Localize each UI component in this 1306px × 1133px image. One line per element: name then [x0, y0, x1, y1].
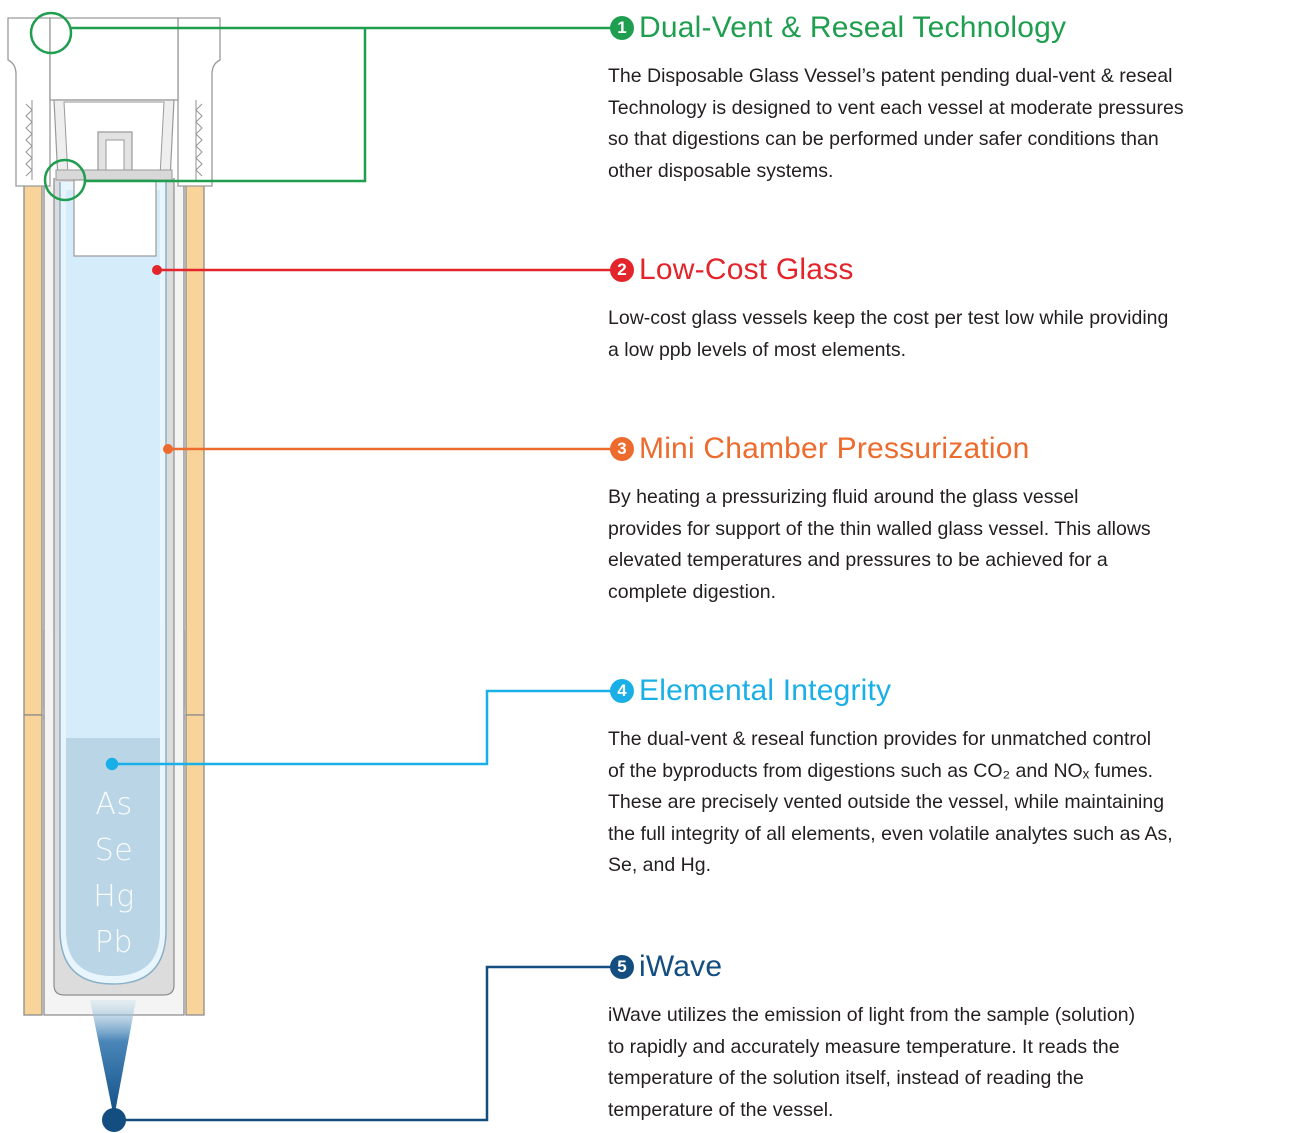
description-line: complete digestion.: [608, 580, 777, 603]
description-line: elevated temperatures and pressures to b…: [608, 549, 1108, 571]
description-line: temperature of the vessel.: [608, 1098, 834, 1121]
description-line: Technology is designed to vent each vess…: [608, 96, 1184, 119]
element-label-as: As: [95, 787, 133, 822]
feature-1-number-badge: 1: [610, 16, 634, 40]
feature-1: 1 Dual-Vent & Reseal Technology The Disp…: [608, 8, 1306, 187]
feature-5-title: iWave: [639, 950, 723, 983]
callout-line-1: [29, 11, 622, 202]
description-line: other disposable systems.: [608, 159, 834, 182]
description-line: provides for support of the thin walled …: [608, 517, 1151, 540]
feature-4: 4 Elemental Integrity The dual-vent & re…: [608, 671, 1306, 882]
feature-2: 2 Low-Cost Glass Low-cost glass vessels …: [608, 250, 1306, 366]
feature-5-description: iWave utilizes the emission of light fro…: [608, 1000, 1306, 1126]
element-label-se: Se: [94, 833, 134, 868]
description-line: to rapidly and accurately measure temper…: [608, 1035, 1120, 1058]
feature-3-heading: 3 Mini Chamber Pressurization: [608, 429, 1306, 469]
callout-line-5: [102, 965, 622, 1132]
liquid: [66, 190, 160, 682]
feature-2-title: Low-Cost Glass: [639, 253, 854, 286]
description-line: of the byproducts from digestions such a…: [608, 759, 1154, 782]
feature-4-description: The dual-vent & reseal function provides…: [608, 724, 1306, 882]
feature-2-description: Low-cost glass vessels keep the cost per…: [608, 303, 1306, 366]
feature-3-description: By heating a pressurizing fluid around t…: [608, 482, 1306, 608]
feature-1-title: Dual-Vent & Reseal Technology: [639, 11, 1067, 44]
feature-5-number-badge: 5: [610, 955, 634, 979]
description-line: The Disposable Glass Vessel’s patent pen…: [608, 65, 1173, 87]
description-line: These are precisely vented outside the v…: [608, 791, 1165, 813]
description-line: the full integrity of all elements, even…: [608, 822, 1173, 845]
description-line: a low ppb levels of most elements.: [608, 338, 907, 361]
description-line: Se, and Hg.: [608, 854, 711, 876]
feature-2-heading: 2 Low-Cost Glass: [608, 250, 1306, 290]
feature-4-number-badge: 4: [610, 679, 634, 703]
element-label-hg: Hg: [93, 879, 135, 914]
description-line: By heating a pressurizing fluid around t…: [608, 486, 1079, 508]
feature-1-heading: 1 Dual-Vent & Reseal Technology: [608, 8, 1306, 48]
feature-4-heading: 4 Elemental Integrity: [608, 671, 1306, 711]
feature-3-title: Mini Chamber Pressurization: [639, 432, 1030, 465]
element-label-pb: Pb: [94, 925, 134, 960]
description-line: iWave utilizes the emission of light fro…: [608, 1004, 1136, 1026]
iwave-beam: [90, 1000, 136, 1118]
feature-2-number-badge: 2: [610, 258, 634, 282]
callout-line-2: [152, 265, 622, 275]
feature-3-number-badge: 3: [610, 437, 634, 461]
vessel-cap: [7, 17, 221, 257]
callout-line-4: [105, 689, 622, 771]
feature-3: 3 Mini Chamber Pressurization By heating…: [608, 429, 1306, 608]
feature-5: 5 iWave iWave utilizes the emission of l…: [608, 947, 1306, 1126]
callout-line-3: [163, 444, 622, 454]
vessel-lower: [23, 690, 205, 1016]
feature-5-heading: 5 iWave: [608, 947, 1306, 987]
feature-1-description: The Disposable Glass Vessel’s patent pen…: [608, 61, 1306, 187]
description-line: The dual-vent & reseal function provides…: [608, 728, 1152, 750]
description-line: Low-cost glass vessels keep the cost per…: [608, 307, 1169, 329]
feature-4-title: Elemental Integrity: [639, 674, 892, 707]
description-line: so that digestions can be performed unde…: [608, 128, 1159, 150]
description-line: temperature of the solution itself, inst…: [608, 1067, 1084, 1089]
